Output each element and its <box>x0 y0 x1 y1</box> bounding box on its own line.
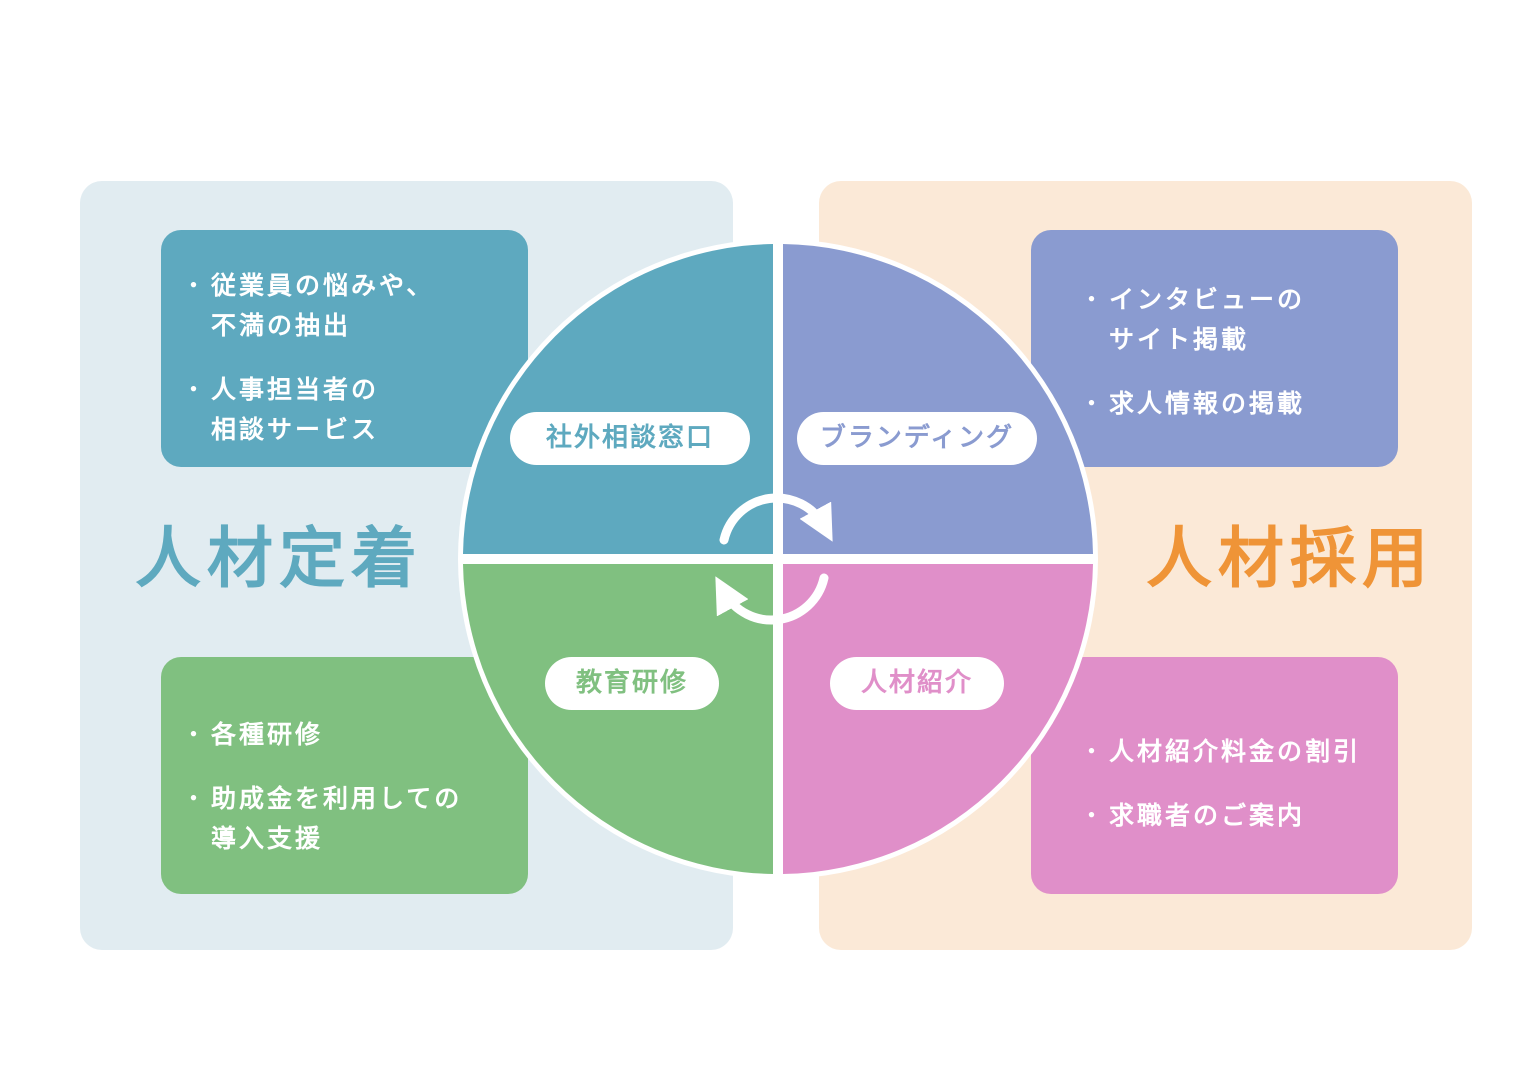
cycle-arrow-top-icon <box>719 493 833 545</box>
label-consultation: 社外相談窓口 <box>510 412 750 465</box>
left-bottom-list: 各種研修 助成金を利用しての 導入支援 <box>181 715 528 859</box>
left-bottom-card: 各種研修 助成金を利用しての 導入支援 <box>161 657 528 894</box>
quadrant-bottom-left <box>463 564 773 874</box>
left-top-card: 従業員の悩みや、 不満の抽出 人事担当者の 相談サービス <box>161 230 528 467</box>
list-item: 人材紹介料金の割引 <box>1079 732 1398 772</box>
list-item: 各種研修 <box>181 715 528 755</box>
left-top-list: 従業員の悩みや、 不満の抽出 人事担当者の 相談サービス <box>181 266 528 450</box>
list-item: 従業員の悩みや、 不満の抽出 <box>181 266 528 346</box>
list-item: インタビューの サイト掲載 <box>1079 280 1398 360</box>
quadrant-top-right <box>783 244 1093 554</box>
label-branding: ブランディング <box>797 412 1037 465</box>
right-bottom-list: 人材紹介料金の割引 求職者のご案内 <box>1079 732 1398 836</box>
label-training: 教育研修 <box>545 657 719 710</box>
list-item: 助成金を利用しての 導入支援 <box>181 779 528 859</box>
retention-title: 人材定着 <box>135 520 423 597</box>
list-item: 求職者のご案内 <box>1079 796 1398 836</box>
list-item: 求人情報の掲載 <box>1079 384 1398 424</box>
quadrant-top-left <box>463 244 773 554</box>
right-top-card: インタビューの サイト掲載 求人情報の掲載 <box>1031 230 1398 467</box>
quadrant-bottom-right <box>783 564 1093 874</box>
recruitment-title: 人材採用 <box>1146 520 1434 597</box>
wheel-outline <box>458 239 1098 879</box>
cycle-arrow-bottom-icon <box>715 573 829 625</box>
list-item: 人事担当者の 相談サービス <box>181 370 528 450</box>
right-top-list: インタビューの サイト掲載 求人情報の掲載 <box>1079 280 1398 424</box>
label-placement: 人材紹介 <box>830 657 1004 710</box>
right-bottom-card: 人材紹介料金の割引 求職者のご案内 <box>1031 657 1398 894</box>
